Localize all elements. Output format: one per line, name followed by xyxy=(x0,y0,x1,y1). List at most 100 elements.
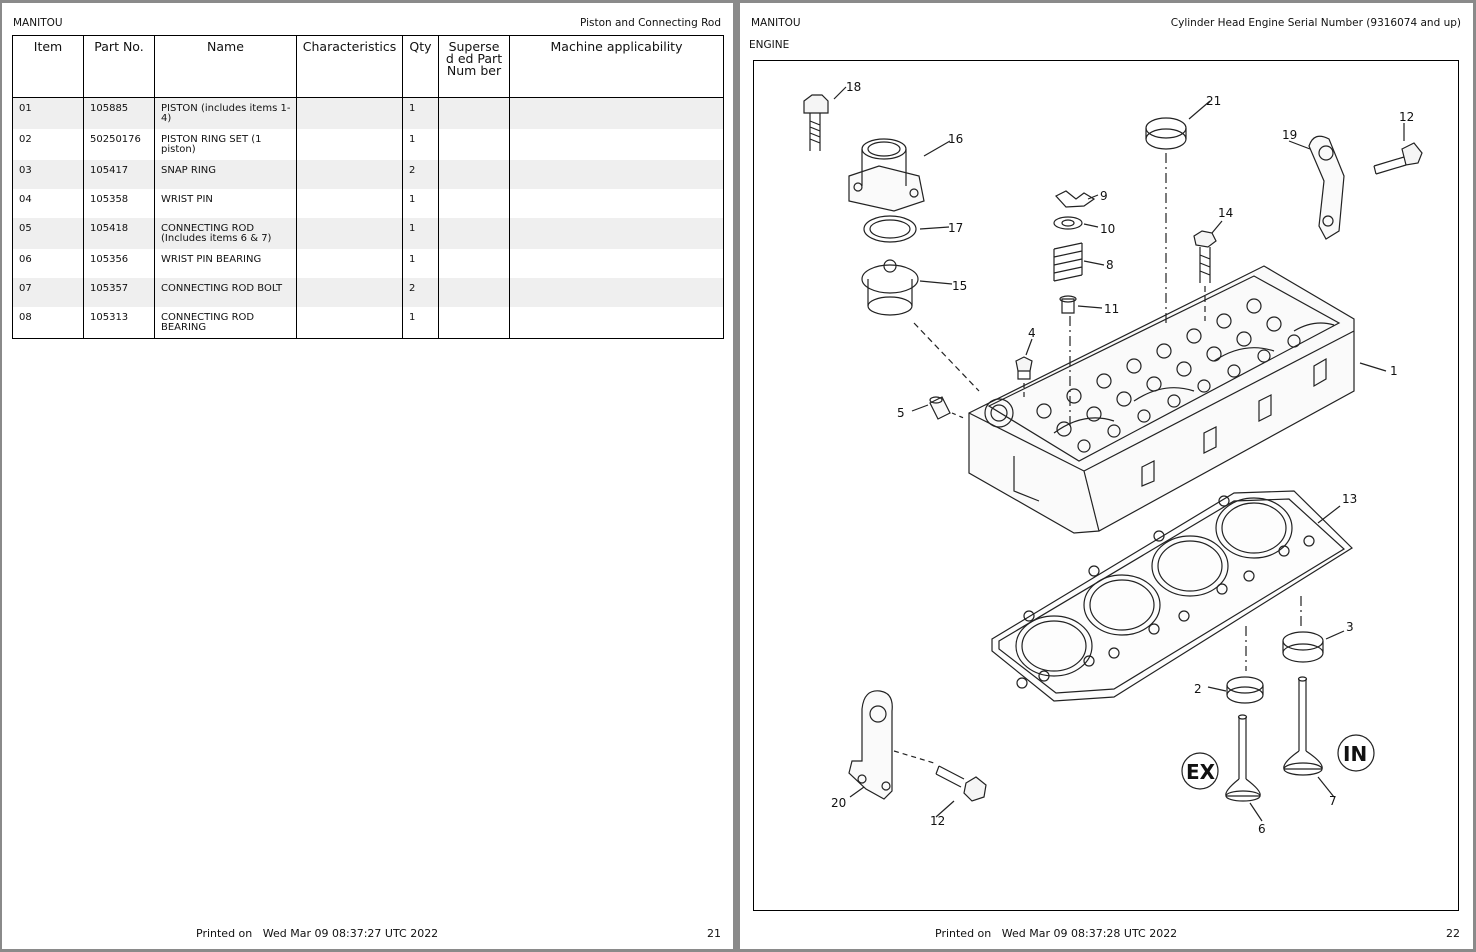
column-header-applicability: Machine applicability xyxy=(509,35,724,98)
cell-part-no: 105417 xyxy=(83,160,155,189)
cell-characteristics xyxy=(296,307,403,339)
page-number: 22 xyxy=(1446,927,1460,940)
callout-8: 8 xyxy=(1106,258,1114,272)
callout-labels: 1 2 3 4 5 6 7 8 9 10 11 12 12 13 14 15 1… xyxy=(831,80,1414,836)
callout-20: 20 xyxy=(831,796,846,810)
thermostat-housing-drawing xyxy=(848,138,925,212)
cell-item: 05 xyxy=(12,218,84,249)
cell-part-no: 105418 xyxy=(83,218,155,249)
cell-qty: 1 xyxy=(402,218,439,249)
cell-item: 08 xyxy=(12,307,84,339)
callout-15: 15 xyxy=(952,279,967,293)
cell-superseded xyxy=(438,129,510,160)
right-page: MANITOU Cylinder Head Engine Serial Numb… xyxy=(740,3,1473,949)
callout-1: 1 xyxy=(1390,364,1398,378)
callout-10: 10 xyxy=(1100,222,1115,236)
left-page: MANITOU Piston and Connecting Rod Item P… xyxy=(2,3,733,949)
cell-qty: 1 xyxy=(402,97,439,129)
column-header-item: Item xyxy=(12,35,84,98)
cell-name: WRIST PIN xyxy=(154,189,297,218)
table-row: 02 50250176 PISTON RING SET (1 piston) 1 xyxy=(12,129,724,160)
cell-name: CONNECTING ROD (Includes items 6 & 7) xyxy=(154,218,297,249)
cell-qty: 1 xyxy=(402,307,439,339)
bolt-18-drawing xyxy=(803,94,829,151)
table-row: 06 105356 WRIST PIN BEARING 1 xyxy=(12,249,724,278)
dowel-5-drawing xyxy=(929,396,951,420)
callout-2: 2 xyxy=(1194,682,1202,696)
cell-applicability xyxy=(509,218,724,249)
superseded-header-text: Supersed ed PartNum ber xyxy=(445,39,503,78)
cell-name: PISTON (includes items 1-4) xyxy=(154,97,297,129)
callout-18: 18 xyxy=(846,80,861,94)
page-number: 21 xyxy=(707,927,721,940)
cell-qty: 2 xyxy=(402,278,439,307)
callout-11: 11 xyxy=(1104,302,1119,316)
thermostat-gasket-drawing xyxy=(863,215,917,243)
cylinder-head-diagram-svg: 1 2 3 4 5 6 7 8 9 10 11 12 12 13 14 15 1… xyxy=(803,80,1423,836)
callout-17: 17 xyxy=(948,221,963,235)
cell-item: 03 xyxy=(12,160,84,189)
cell-characteristics xyxy=(296,160,403,189)
cell-applicability xyxy=(509,129,724,160)
table-row: 08 105313 CONNECTING ROD BEARING 1 xyxy=(12,307,724,339)
cell-qty: 1 xyxy=(402,189,439,218)
callout-5: 5 xyxy=(897,406,905,420)
cell-name: CONNECTING ROD BEARING xyxy=(154,307,297,339)
section-label: ENGINE xyxy=(749,39,790,51)
cell-superseded xyxy=(438,307,510,339)
cell-name: CONNECTING ROD BOLT xyxy=(154,278,297,307)
intake-valve-7-drawing xyxy=(1283,676,1323,776)
cell-part-no: 105358 xyxy=(83,189,155,218)
cell-applicability xyxy=(509,97,724,129)
cell-characteristics xyxy=(296,129,403,160)
head-gasket-drawing xyxy=(991,490,1353,702)
page-title: Piston and Connecting Rod xyxy=(579,17,721,29)
cell-applicability xyxy=(509,160,724,189)
lifting-bracket-19-drawing xyxy=(1308,135,1345,240)
plug-21-drawing xyxy=(1145,117,1187,150)
cell-part-no: 50250176 xyxy=(83,129,155,160)
cell-superseded xyxy=(438,160,510,189)
cell-applicability xyxy=(509,278,724,307)
callout-6: 6 xyxy=(1258,822,1266,836)
cell-characteristics xyxy=(296,97,403,129)
exhaust-label: EX xyxy=(1186,760,1216,784)
bolt-12-lower-drawing xyxy=(935,765,987,802)
exhaust-marker-circle xyxy=(1181,752,1219,790)
cell-item: 04 xyxy=(12,189,84,218)
cell-superseded xyxy=(438,278,510,307)
cell-item: 02 xyxy=(12,129,84,160)
callout-21: 21 xyxy=(1206,94,1221,108)
column-header-name: Name xyxy=(154,35,297,98)
cell-qty: 1 xyxy=(402,129,439,160)
column-header-qty: Qty xyxy=(402,35,439,98)
printed-on-date: Wed Mar 09 08:37:28 UTC 2022 xyxy=(1001,927,1178,940)
cell-characteristics xyxy=(296,189,403,218)
cell-item: 06 xyxy=(12,249,84,278)
printed-on-footer: Printed on Wed Mar 09 08:37:27 UTC 2022 xyxy=(196,927,438,940)
bolt-14-drawing xyxy=(1193,230,1217,283)
cell-characteristics xyxy=(296,218,403,249)
column-header-superseded: Supersed ed PartNum ber xyxy=(438,35,510,98)
table-row: 07 105357 CONNECTING ROD BOLT 2 xyxy=(12,278,724,307)
intake-marker-circle xyxy=(1337,734,1375,772)
table-row: 04 105358 WRIST PIN 1 xyxy=(12,189,724,218)
cell-characteristics xyxy=(296,249,403,278)
cylinder-head-drawing xyxy=(968,265,1355,534)
exploded-parts-diagram: 1 2 3 4 5 6 7 8 9 10 11 12 12 13 14 15 1… xyxy=(753,60,1459,911)
cell-item: 07 xyxy=(12,278,84,307)
bolt-12-upper-drawing xyxy=(1373,142,1423,175)
printed-on-label: Printed on xyxy=(935,927,992,940)
brand-label: MANITOU xyxy=(13,17,63,29)
cell-characteristics xyxy=(296,278,403,307)
parts-table: Item Part No. Name Characteristics Qty S… xyxy=(12,35,724,339)
table-header-row: Item Part No. Name Characteristics Qty S… xyxy=(12,35,724,98)
intake-label: IN xyxy=(1343,742,1367,766)
cell-applicability xyxy=(509,249,724,278)
cell-item: 01 xyxy=(12,97,84,129)
page-title: Cylinder Head Engine Serial Number (9316… xyxy=(1170,17,1461,29)
cell-superseded xyxy=(438,97,510,129)
cell-qty: 2 xyxy=(402,160,439,189)
cell-applicability xyxy=(509,189,724,218)
cell-part-no: 105313 xyxy=(83,307,155,339)
